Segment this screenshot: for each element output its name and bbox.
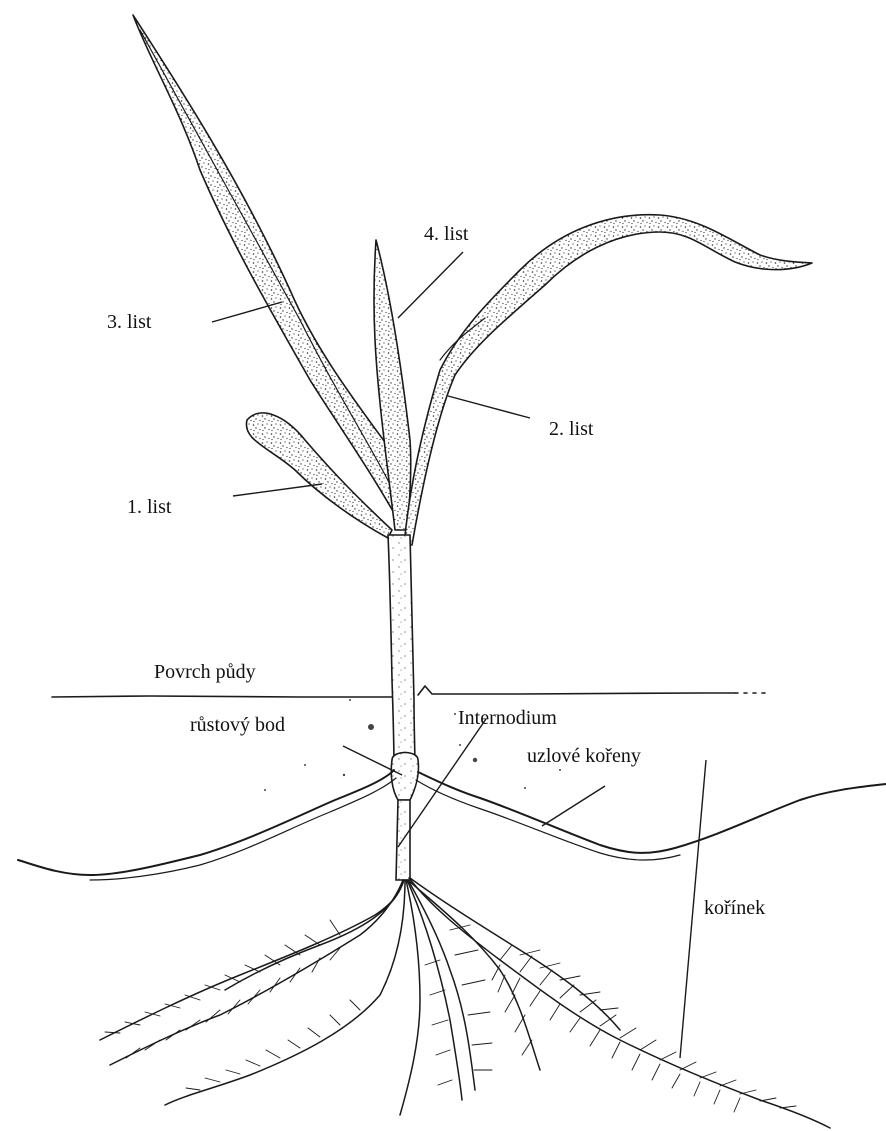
- leaf-2-shape: [404, 215, 812, 545]
- label-leaf-4: 4. list: [424, 224, 468, 244]
- label-radicle: kořínek: [704, 898, 765, 918]
- stem: [388, 535, 415, 770]
- label-growing-point: růstový bod: [190, 715, 285, 735]
- leader-leaf-4: [398, 252, 463, 318]
- nodal-root-right-inner: [416, 780, 680, 860]
- nodal-root-right: [418, 772, 886, 853]
- label-leaf-2: 2. list: [549, 419, 593, 439]
- label-leaf-3: 3. list: [107, 312, 151, 332]
- leader-leaf-2: [448, 396, 530, 418]
- growing-point-node: [391, 753, 418, 801]
- label-soil-surface: Povrch půdy: [154, 662, 256, 682]
- leader-leaf-1: [233, 484, 322, 496]
- label-leaf-1: 1. list: [127, 497, 171, 517]
- label-nodal-roots: uzlové kořeny: [527, 746, 641, 766]
- leader-radicle: [680, 760, 706, 1058]
- label-internode: Internodium: [458, 708, 557, 728]
- leader-nodal-roots: [542, 786, 605, 826]
- root-hairs: [105, 920, 796, 1112]
- nodal-root-left: [18, 770, 394, 875]
